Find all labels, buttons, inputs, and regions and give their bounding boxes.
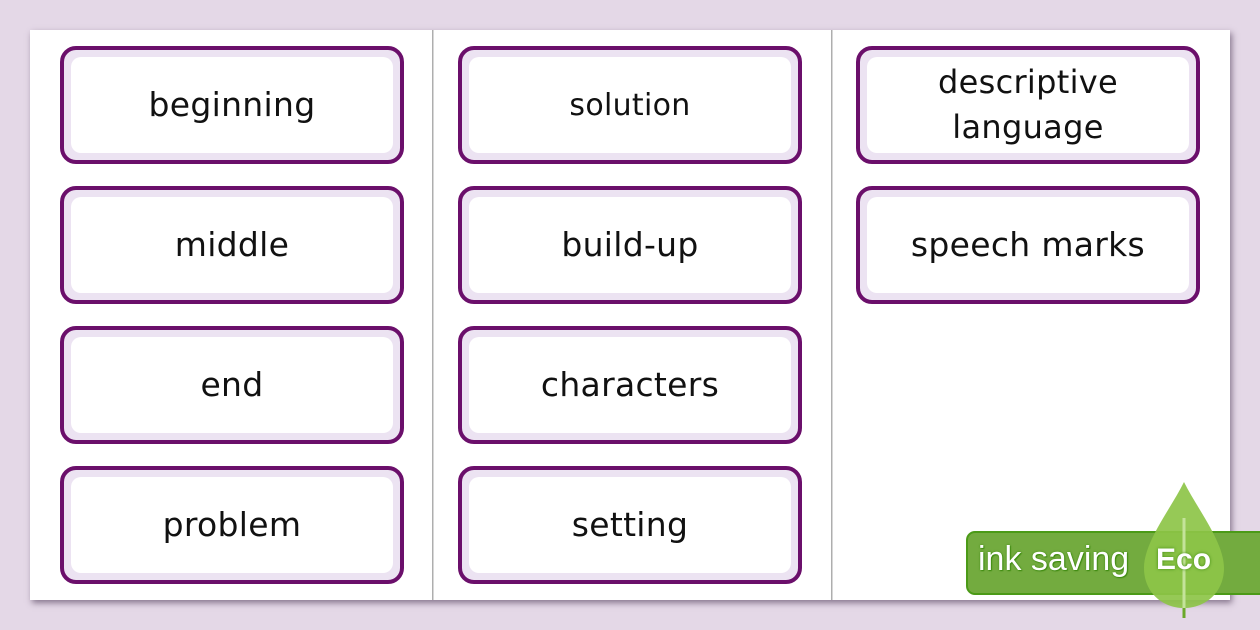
word-card-sheet: beginning middle end problem solution bu… — [30, 30, 1230, 600]
card-label: speech marks — [910, 224, 1146, 264]
word-card-problem: problem — [60, 466, 404, 584]
card-label: setting — [571, 504, 689, 544]
card-label: end — [200, 364, 264, 404]
leaf-icon — [1144, 482, 1224, 618]
eco-label: Eco — [1156, 543, 1212, 576]
card-label-line1: descriptive — [938, 63, 1118, 102]
card-label: solution — [569, 87, 691, 123]
card-label: problem — [162, 504, 302, 544]
card-label: characters — [540, 364, 720, 404]
card-label: build-up — [561, 224, 699, 264]
ink-saving-label: ink saving — [978, 540, 1130, 578]
word-card-speech-marks: speech marks — [856, 186, 1200, 304]
word-card-setting: setting — [458, 466, 802, 584]
word-card-solution: solution — [458, 46, 802, 164]
word-card-characters: characters — [458, 326, 802, 444]
card-label: beginning — [148, 84, 316, 124]
card-label-line2: language — [952, 108, 1104, 146]
word-card-descriptive-language: descriptive language — [856, 46, 1200, 164]
word-card-beginning: beginning — [60, 46, 404, 164]
card-label: descriptive language — [938, 60, 1118, 150]
cut-line-divider — [432, 30, 434, 600]
word-card-end: end — [60, 326, 404, 444]
card-label: middle — [174, 224, 290, 264]
word-card-build-up: build-up — [458, 186, 802, 304]
cut-line-divider — [831, 30, 833, 600]
word-card-middle: middle — [60, 186, 404, 304]
